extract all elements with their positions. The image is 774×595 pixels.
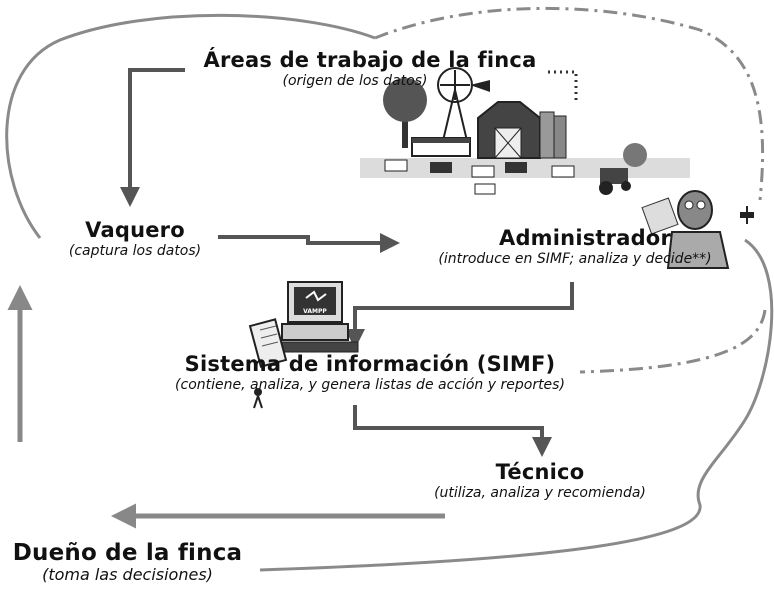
outer-loop-dashed-line — [374, 6, 765, 201]
node-title: Administrador — [499, 226, 671, 250]
node-title: Áreas de trabajo de la finca — [203, 48, 537, 72]
node-administrador: Administrador (introduce en SIMF; analiz… — [405, 226, 745, 268]
dotted-connector — [548, 70, 578, 100]
node-areas-de-trabajo: Áreas de trabajo de la finca (origen de … — [190, 48, 550, 90]
node-title: Técnico — [495, 460, 585, 484]
man-with-papers-clipart — [641, 190, 754, 269]
node-tecnico: Técnico (utiliza, analiza y recomienda) — [380, 460, 700, 502]
node-title: Sistema de información (SIMF) — [184, 352, 556, 376]
node-subtitle: (captura los datos) — [68, 243, 202, 259]
computer-clipart: VAMPP — [248, 281, 359, 409]
node-title: Vaquero — [85, 218, 185, 242]
node-duenio-de-la-finca: Dueño de la finca (toma las decisiones) — [0, 540, 255, 584]
node-subtitle: (utiliza, analiza y recomienda) — [434, 485, 646, 501]
farm-scene-clipart — [360, 67, 690, 195]
node-subtitle: (contiene, analiza, y genera listas de a… — [175, 377, 565, 393]
node-subtitle: (introduce en SIMF; analiza y decide**) — [438, 251, 712, 267]
arrow-admin-to-simf — [345, 282, 574, 349]
node-subtitle: (origen de los datos) — [282, 73, 428, 89]
computer-screen-label: VAMPP — [303, 308, 327, 315]
node-title: Dueño de la finca — [12, 540, 243, 566]
right-loop-line — [259, 238, 774, 572]
node-vaquero: Vaquero (captura los datos) — [40, 218, 230, 260]
node-subtitle: (toma las decisiones) — [42, 565, 213, 584]
arrow-areas-to-vaquero — [120, 68, 185, 207]
arrow-vaquero-to-admin — [218, 233, 400, 253]
node-simf: Sistema de información (SIMF) (contiene,… — [120, 352, 620, 394]
outer-loop-line — [5, 13, 376, 239]
arrow-simf-to-tecnico — [353, 405, 552, 457]
simf-dashed-link — [579, 309, 767, 374]
